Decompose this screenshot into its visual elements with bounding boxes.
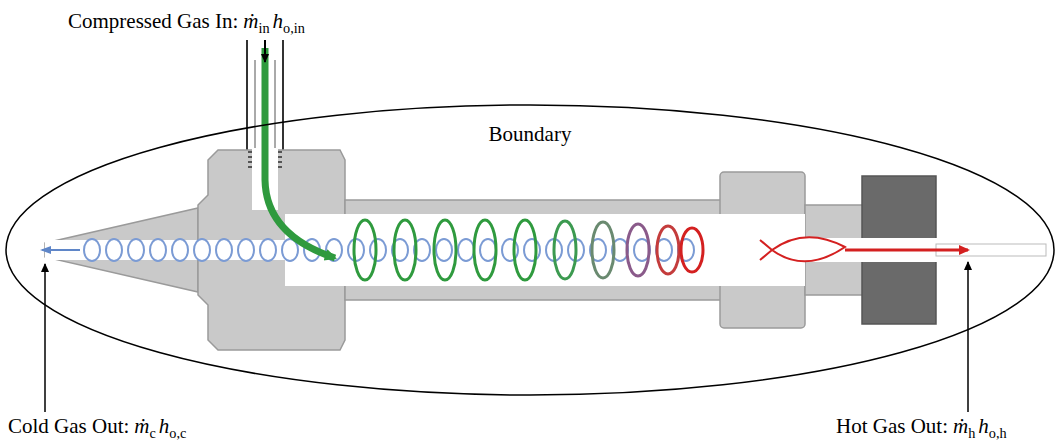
- pipe-wall: [275, 60, 276, 150]
- leader-arrow: [967, 262, 969, 412]
- pipe-wall: [255, 60, 256, 150]
- cold-outlet-label: Cold Gas Out:ṁcho,c: [8, 414, 186, 439]
- subscript: o,in: [283, 20, 305, 37]
- cold-vortex: [84, 239, 694, 261]
- symbol: h: [159, 414, 170, 439]
- tube-bore: [285, 214, 805, 286]
- inlet-label: Compressed Gas In:ṁinho,in: [68, 9, 305, 34]
- symbol: h: [273, 9, 284, 34]
- cold-flow-arrow: [42, 249, 80, 251]
- leader-arrow: [264, 40, 266, 62]
- hot-vortex: [354, 220, 703, 280]
- boundary-label: Boundary: [5, 122, 1055, 147]
- flow-label: Cold Gas Out:: [8, 414, 129, 439]
- flow-label: Hot Gas Out:: [836, 414, 948, 439]
- boundary-ellipse: Boundary: [5, 104, 1055, 396]
- pipe-wall: [282, 40, 284, 150]
- inlet-flow-arrow: [265, 48, 335, 258]
- symbol: ṁ: [953, 414, 968, 439]
- symbol: h: [978, 414, 989, 439]
- hot-flow-lens: [772, 237, 845, 261]
- subscript: h: [968, 425, 975, 442]
- symbol: ṁ: [243, 9, 258, 34]
- leader-arrow: [44, 264, 46, 412]
- hot-outlet-label: Hot Gas Out:ṁhho,h: [836, 414, 1007, 439]
- subscript: o,h: [989, 425, 1007, 442]
- symbol: ṁ: [134, 414, 149, 439]
- subscript: in: [258, 20, 269, 37]
- ellipse-outline: [5, 104, 1055, 396]
- subscript: c: [150, 425, 156, 442]
- pipe-wall: [246, 40, 248, 150]
- subscript: o,c: [169, 425, 186, 442]
- flow-label: Compressed Gas In:: [68, 9, 238, 34]
- valve-cone: [760, 240, 772, 260]
- hot-flow-arrow: [845, 249, 968, 252]
